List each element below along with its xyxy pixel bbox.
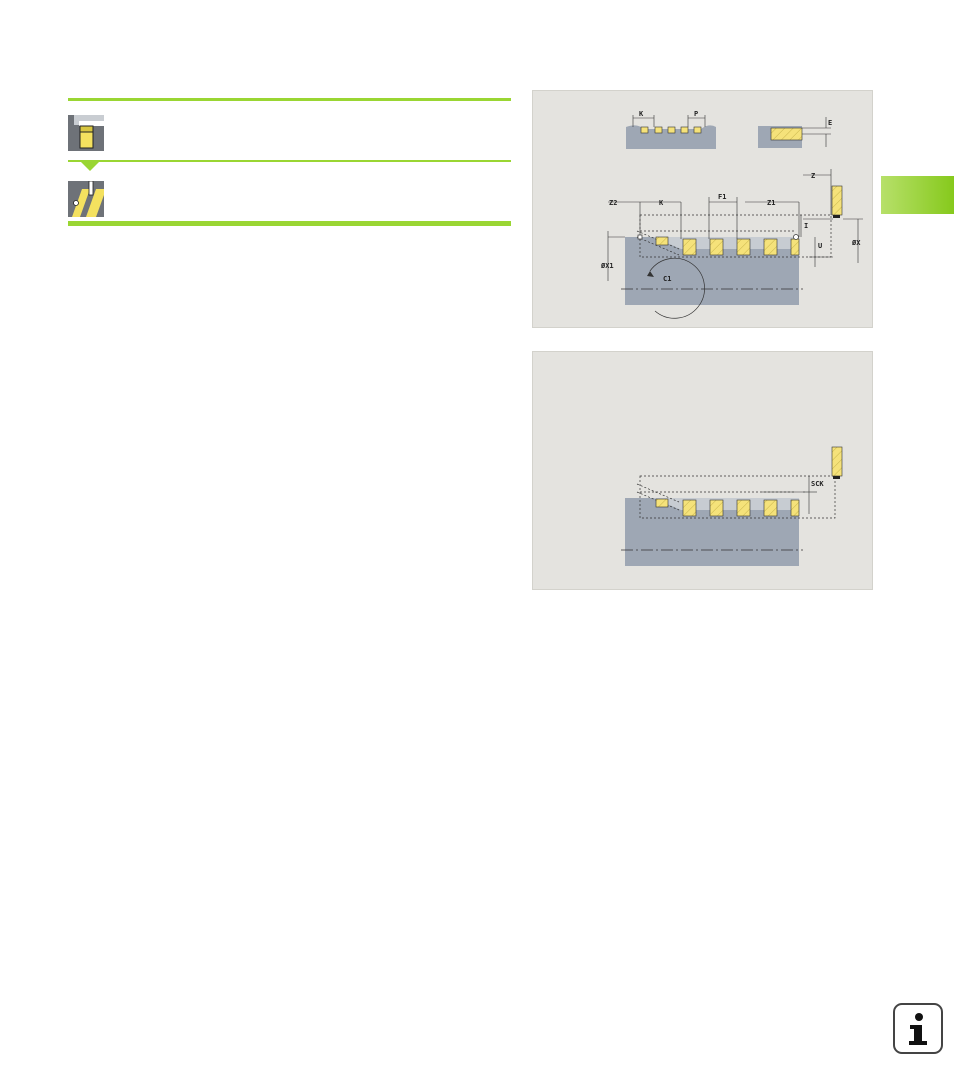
detail-groove-spacing: K P [626,110,716,149]
label-x1: ØX1 [600,262,614,270]
cutting-cycle-icon [68,115,104,151]
label-z2: Z2 [609,199,617,207]
chevron-down-icon [81,162,99,171]
label-e: E [828,119,832,127]
info-icon [893,1003,943,1054]
main-drawing: Z2 K F1 Z1 Z I U ØX ØX1 C1 [600,169,863,319]
header-top-rule [68,98,511,101]
chapter-tab [881,176,954,214]
label-f1: F1 [718,193,726,201]
label-i: I [804,222,808,230]
figure-engraving-parameters: K P E [532,90,873,328]
label-u: U [818,242,822,250]
header-bottom-rule [68,221,511,226]
label-k-small: K [639,110,644,118]
detail-depth: E [758,117,832,148]
label-z1: Z1 [767,199,775,207]
label-sck: SCK [811,480,824,488]
label-k: K [659,199,664,207]
label-z: Z [811,172,815,180]
label-p: P [694,110,698,118]
figure-safety-clearance: SCK [532,351,873,590]
header-middle-rule [68,160,511,162]
label-c1: C1 [663,275,671,283]
label-x: ØX [851,239,861,247]
engraving-tool-icon [68,180,104,217]
